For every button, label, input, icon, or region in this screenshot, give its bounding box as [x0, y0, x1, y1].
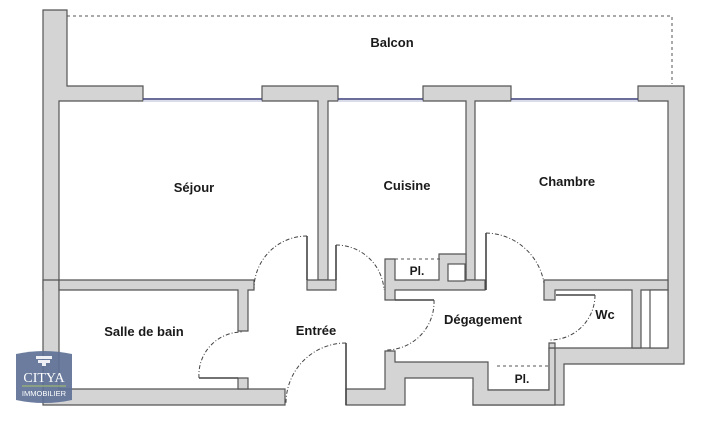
label-balcon: Balcon: [370, 35, 413, 50]
door-sdb-swing: [198, 331, 243, 379]
duct-box: [447, 263, 466, 282]
door-sejour-swing: [253, 235, 308, 290]
label-placard-1: Pl.: [410, 264, 425, 278]
door-degagement-swing: [385, 299, 435, 351]
logo-subtitle: IMMOBILIER: [22, 389, 67, 398]
citya-logo: CITYA IMMOBILIER: [16, 351, 72, 403]
label-salle-de-bain: Salle de bain: [104, 324, 184, 339]
wall-top-left: [42, 9, 144, 291]
logo-emblem-icon: [36, 356, 52, 366]
door-chambre-swing: [485, 232, 545, 284]
wall-top-pier-2: [422, 85, 512, 281]
logo-badge: [16, 351, 72, 403]
logo-brand: CITYA: [23, 371, 65, 386]
label-sejour: Séjour: [174, 180, 214, 195]
label-chambre: Chambre: [539, 174, 595, 189]
label-entree: Entrée: [296, 323, 336, 338]
wall-sejour-sdb: [58, 279, 255, 332]
label-placard-2: Pl.: [515, 372, 530, 386]
wall-wc-jamb: [548, 342, 556, 349]
wall-chambre-bottom: [543, 279, 669, 349]
door-cuisine-swing: [335, 244, 385, 291]
wall-top-right: [472, 85, 685, 406]
balcony-outline: [67, 15, 673, 84]
wall-left: [42, 279, 286, 406]
label-cuisine: Cuisine: [384, 178, 431, 193]
label-wc: Wc: [595, 307, 615, 322]
door-entree-swing: [285, 342, 347, 404]
label-degagement: Dégagement: [444, 312, 523, 327]
door-wc-swing: [549, 294, 596, 341]
wc-duct: [649, 289, 669, 349]
wall-cuisine-bottom-left: [306, 279, 337, 291]
wall-sdb-jamb: [237, 377, 249, 390]
wall-top-pier-1: [261, 85, 339, 281]
